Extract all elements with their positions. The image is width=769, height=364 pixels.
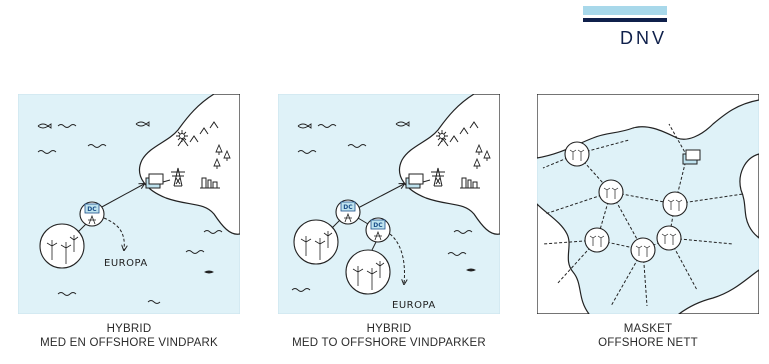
panel-1-illustration: DC EUROPA (18, 94, 240, 314)
europe-label: EUROPA (104, 258, 148, 269)
dnv-logo: DNV (583, 6, 667, 50)
converter-station-icon (406, 174, 423, 188)
caption-panel-3: MASKET OFFSHORE NETT (518, 322, 769, 350)
panel-2-illustration: DC DC EUROPA (278, 94, 500, 314)
panel-meshed-grid (537, 94, 759, 314)
dc-label: DC (87, 206, 97, 213)
logo-dark-bar (583, 18, 667, 22)
logo-text: DNV (583, 28, 667, 49)
europe-label: EUROPA (392, 300, 436, 311)
logo-light-bar (583, 6, 667, 15)
panel-hybrid-one-park: DC EUROPA (18, 94, 240, 314)
panel-3-illustration (537, 94, 759, 314)
dc-label-2: DC (373, 222, 383, 229)
dc-label-1: DC (343, 204, 353, 211)
panel-hybrid-two-parks: DC DC EUROPA (278, 94, 500, 314)
caption-panel-1: HYBRID MED EN OFFSHORE VINDPARK (0, 322, 259, 350)
converter-station-icon (146, 174, 163, 188)
caption-panel-2: HYBRID MED TO OFFSHORE VINDPARKER (259, 322, 519, 350)
converter-station-icon (683, 150, 700, 164)
